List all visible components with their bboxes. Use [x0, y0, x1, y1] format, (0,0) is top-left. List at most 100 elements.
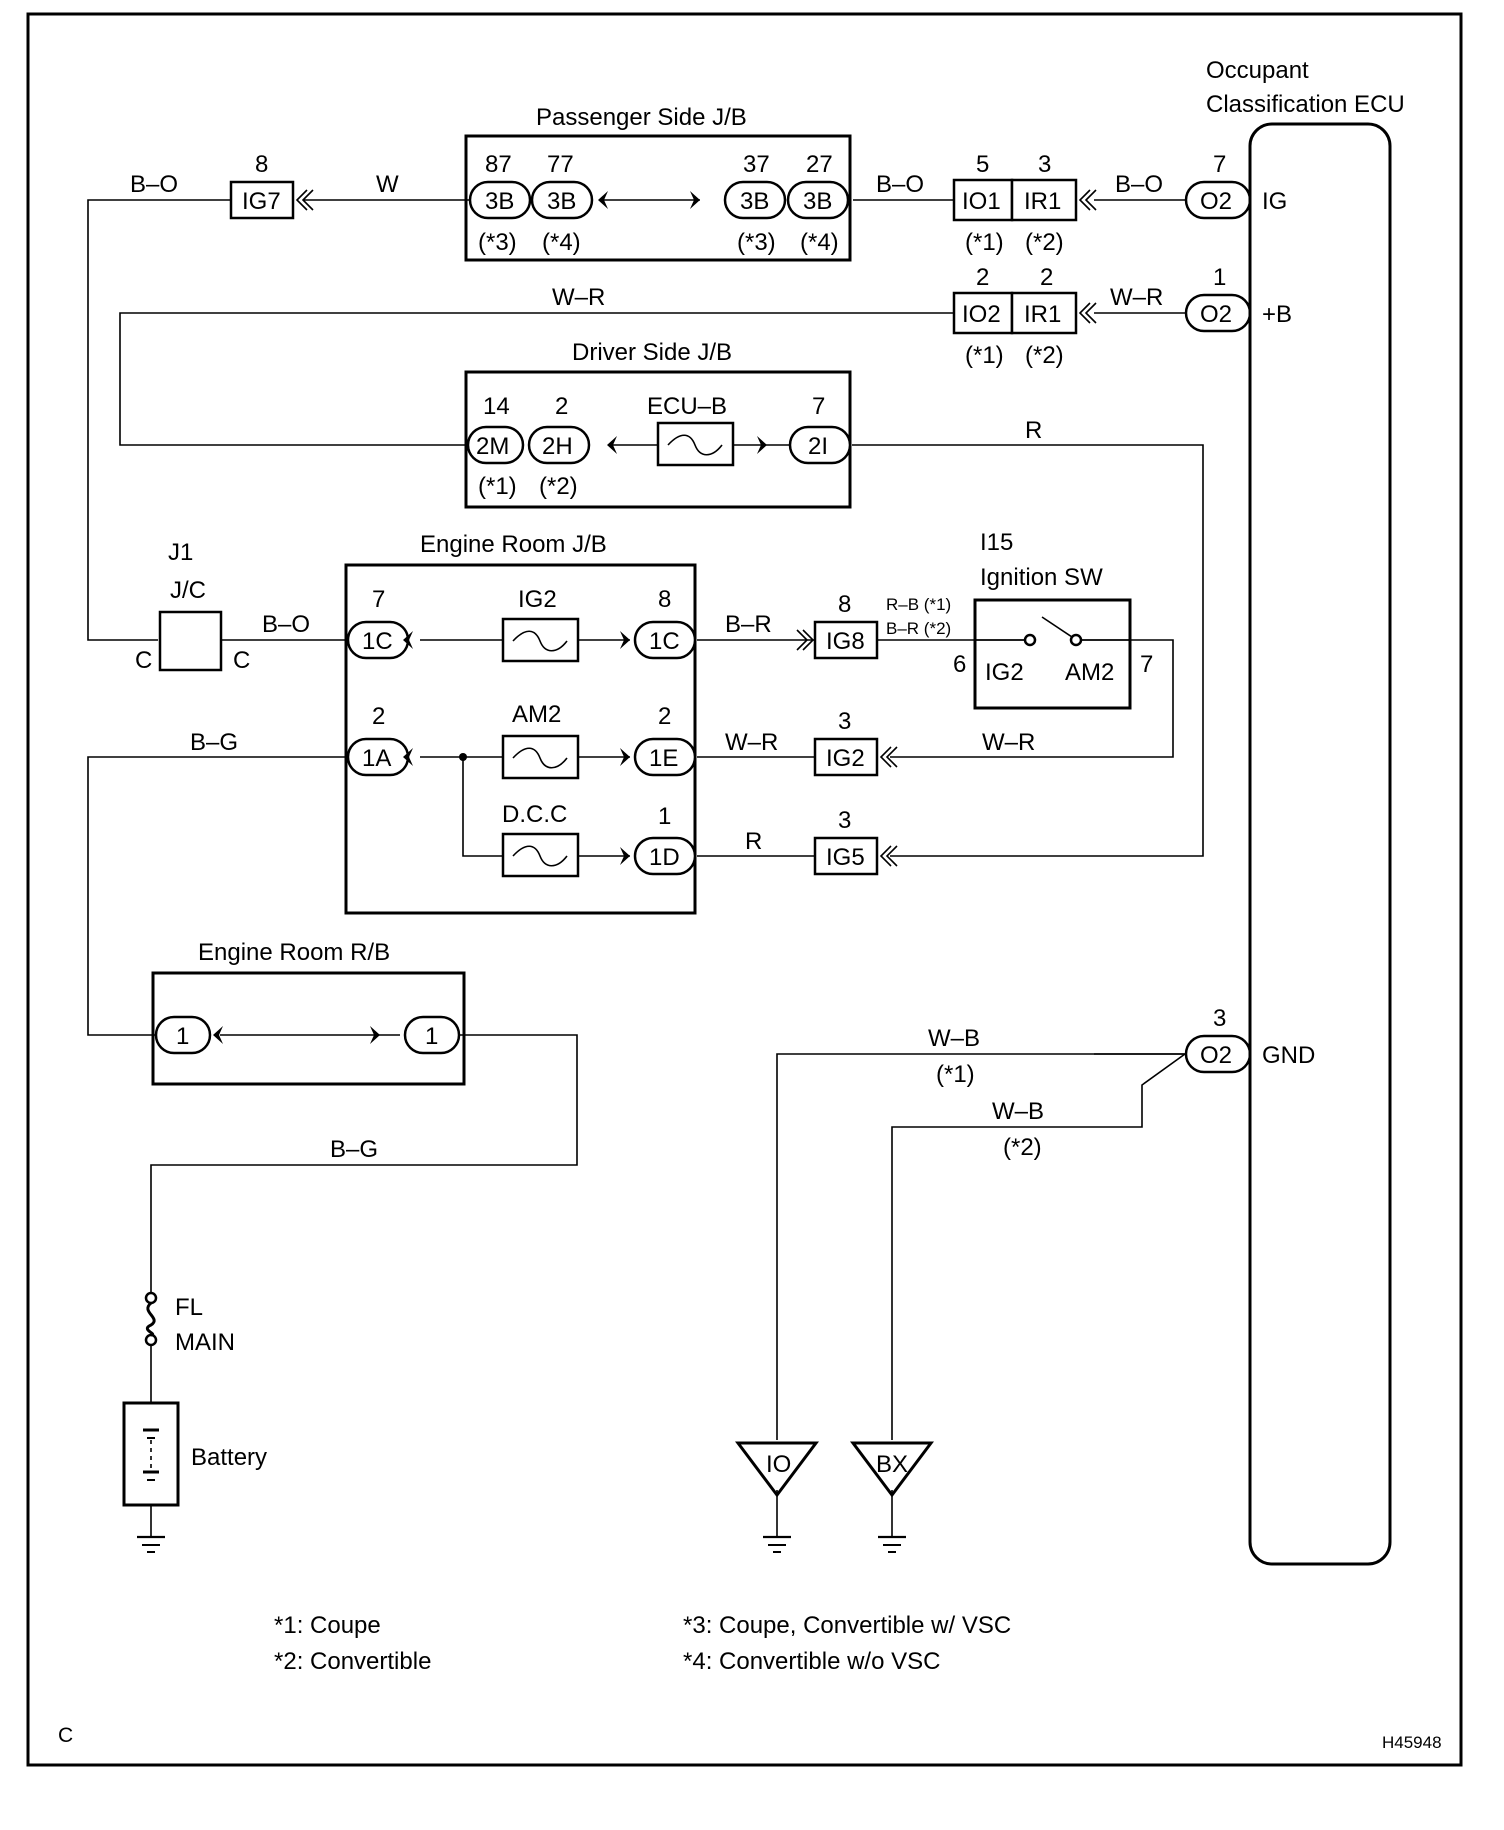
svg-text:C: C [135, 647, 152, 674]
svg-text:3B: 3B [547, 188, 576, 215]
svg-text:3B: 3B [740, 188, 769, 215]
corner-label: C [58, 1724, 73, 1747]
connector-2i [788, 425, 852, 465]
svg-text:7: 7 [1140, 651, 1153, 678]
svg-text:C: C [233, 647, 250, 674]
wires [87, 199, 1204, 1537]
svg-text:(*3): (*3) [737, 229, 776, 256]
svg-text:2H: 2H [542, 433, 573, 460]
engine-rb-title: Engine Room R/B [198, 939, 390, 966]
svg-text:IG8: IG8 [826, 628, 865, 655]
svg-text:W: W [376, 171, 399, 198]
engine-jb-title: Engine Room J/B [420, 531, 607, 558]
svg-text:IR1: IR1 [1024, 301, 1061, 328]
svg-text:J/C: J/C [170, 577, 206, 604]
svg-text:(*2): (*2) [539, 473, 578, 500]
svg-text:(*4): (*4) [542, 229, 581, 256]
fuse-ig2-label: IG2 [518, 586, 557, 613]
svg-text:3: 3 [1213, 1005, 1226, 1032]
battery: Battery [122, 1401, 267, 1507]
svg-text:I15: I15 [980, 529, 1013, 556]
connector-1e [633, 737, 697, 777]
connector-ig2 [813, 737, 879, 777]
svg-text:1A: 1A [362, 745, 391, 772]
svg-text:B–R: B–R [725, 611, 772, 638]
svg-text:6: 6 [953, 651, 966, 678]
svg-text:W–R: W–R [552, 284, 605, 311]
svg-text:1: 1 [425, 1023, 438, 1050]
svg-text:3B: 3B [485, 188, 514, 215]
svg-text:37: 37 [743, 151, 770, 178]
connector-1d [633, 836, 697, 876]
svg-text:IO: IO [766, 1451, 791, 1478]
passenger-jb-title: Passenger Side J/B [536, 104, 747, 131]
svg-text:8: 8 [838, 591, 851, 618]
svg-text:FL: FL [175, 1294, 203, 1321]
svg-text:B–G: B–G [330, 1136, 378, 1163]
svg-text:2M: 2M [476, 433, 509, 460]
ground-bx [850, 1441, 934, 1498]
legend: *1: Coupe *2: Convertible *3: Coupe, Con… [274, 1612, 1011, 1675]
connector-ig7 [229, 180, 295, 220]
occupant-classification-ecu: Occupant Classification ECU IG +B GND [1206, 57, 1405, 1566]
svg-text:(*2): (*2) [1025, 342, 1064, 369]
svg-text:R: R [745, 828, 762, 855]
legend-note-3: *3: Coupe, Convertible w/ VSC [683, 1612, 1011, 1639]
svg-text:W–R: W–R [725, 729, 778, 756]
svg-text:Occupant: Occupant [1206, 57, 1309, 84]
figure-id: H45948 [1382, 1733, 1442, 1752]
svg-text:R–B (*1): R–B (*1) [886, 595, 951, 614]
svg-text:IG2: IG2 [826, 745, 865, 772]
svg-text:3: 3 [838, 708, 851, 735]
fusible-link-fl-main: FL MAIN [144, 1291, 235, 1356]
legend-note-4: *4: Convertible w/o VSC [683, 1648, 940, 1675]
svg-text:B–R (*2): B–R (*2) [886, 619, 951, 638]
svg-text:Ignition SW: Ignition SW [980, 564, 1103, 591]
svg-text:2: 2 [555, 393, 568, 420]
junction-connector-j1: J1 J/C C C [135, 539, 250, 674]
svg-text:B–O: B–O [876, 171, 924, 198]
svg-text:AM2: AM2 [1065, 659, 1114, 686]
engine-room-rb: Engine Room R/B 1 1 [151, 939, 466, 1086]
svg-text:7: 7 [812, 393, 825, 420]
svg-text:3: 3 [838, 807, 851, 834]
svg-text:77: 77 [547, 151, 574, 178]
svg-text:O2: O2 [1200, 1042, 1232, 1069]
legend-note-2: *2: Convertible [274, 1648, 431, 1675]
svg-text:1: 1 [1213, 264, 1226, 291]
svg-text:(*4): (*4) [800, 229, 839, 256]
svg-text:(*2): (*2) [1003, 1134, 1042, 1161]
ground-symbols: IO BX [137, 1441, 934, 1553]
svg-text:O2: O2 [1200, 301, 1232, 328]
connector-ig8 [813, 620, 879, 660]
svg-text:IG2: IG2 [985, 659, 1024, 686]
diagram-frame [26, 12, 1463, 1767]
svg-text:MAIN: MAIN [175, 1329, 235, 1356]
svg-text:J1: J1 [168, 539, 193, 566]
svg-text:(*1): (*1) [478, 473, 517, 500]
rb-connector-left [154, 1015, 212, 1055]
svg-text:(*3): (*3) [478, 229, 517, 256]
svg-text:14: 14 [483, 393, 510, 420]
rb-connector-right [403, 1015, 461, 1055]
svg-text:IG: IG [1262, 188, 1287, 215]
svg-text:BX: BX [876, 1451, 908, 1478]
svg-text:1C: 1C [649, 628, 680, 655]
svg-text:(*2): (*2) [1025, 229, 1064, 256]
passenger-side-jb: Passenger Side J/B 3B 3B 3B 3B 87 77 37 … [464, 104, 852, 262]
svg-text:W–B: W–B [928, 1025, 980, 1052]
svg-text:1D: 1D [649, 844, 680, 871]
connector-ir1 [1010, 178, 1078, 222]
svg-text:O2: O2 [1200, 188, 1232, 215]
connector-1c-right [633, 620, 697, 660]
svg-text:IO2: IO2 [962, 301, 1001, 328]
svg-text:IG7: IG7 [242, 188, 281, 215]
svg-text:2: 2 [976, 264, 989, 291]
svg-text:8: 8 [658, 586, 671, 613]
fuse-ecu-b [656, 421, 735, 467]
connector-3b-77 [530, 180, 594, 220]
fuse-dcc-label: D.C.C [502, 801, 567, 828]
svg-text:B–O: B–O [262, 611, 310, 638]
ignition-switch: I15 Ignition SW IG2 AM2 6 7 R–B (*1) B–R… [886, 529, 1153, 710]
